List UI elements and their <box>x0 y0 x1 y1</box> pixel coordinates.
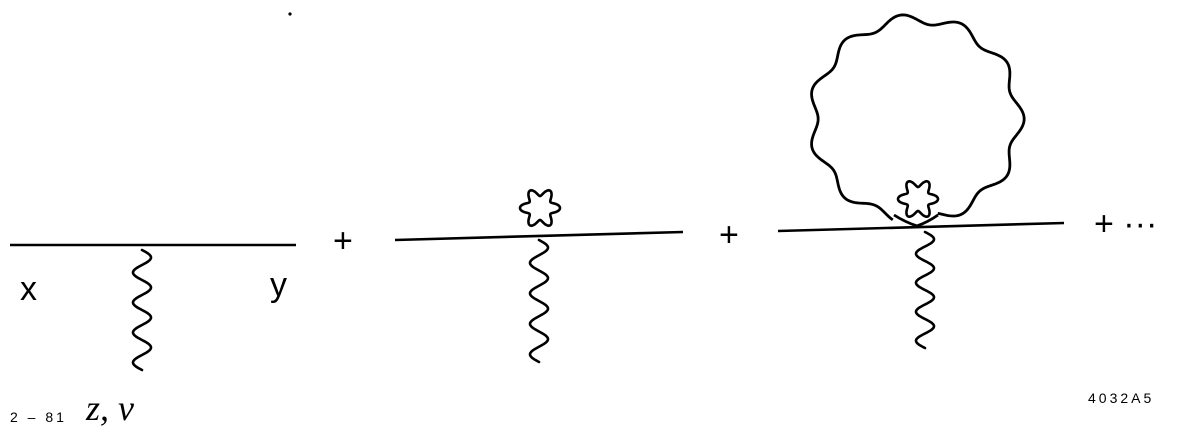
plus-operator-1: + <box>333 222 353 260</box>
photon-line-2 <box>528 238 550 364</box>
label-vertex-z-nu: z, ν <box>86 388 134 428</box>
photon-line-3 <box>914 230 936 350</box>
tadpole-loop-3 <box>896 180 940 218</box>
big-loop-3 <box>810 13 1026 228</box>
plus-ellipsis-operator: + ··· <box>1094 205 1158 243</box>
label-y: y <box>270 266 287 304</box>
fermion-line-3 <box>777 221 1065 233</box>
term-tree-level <box>10 243 296 372</box>
label-figure-code: 4032A5 <box>1088 390 1155 406</box>
term-two-loop <box>777 13 1065 350</box>
label-date: 2 – 81 <box>10 409 67 425</box>
stray-dot <box>288 12 292 16</box>
tadpole-loop-2 <box>518 189 562 227</box>
term-one-loop-tadpole <box>394 189 684 364</box>
plus-operator-2: + <box>719 216 739 254</box>
photon-line-1 <box>131 248 153 372</box>
fermion-line-2 <box>394 230 684 242</box>
label-x: x <box>20 270 37 308</box>
